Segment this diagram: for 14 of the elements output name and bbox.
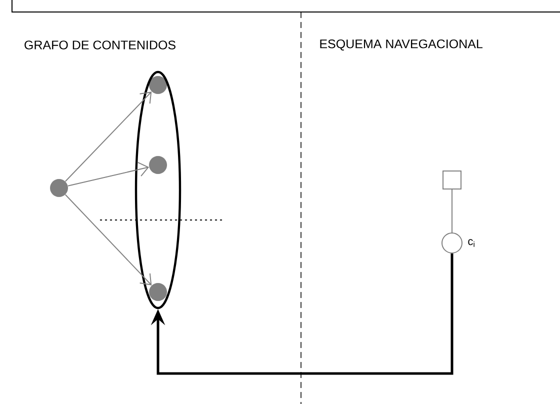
dot xyxy=(50,179,68,197)
dot xyxy=(149,156,167,174)
section-heading: GRAFO DE CONTENIDOS xyxy=(24,40,176,50)
dot xyxy=(149,76,167,94)
arrow xyxy=(64,92,152,182)
arrow xyxy=(64,194,152,286)
ellipse-outline xyxy=(134,70,182,310)
circle xyxy=(442,232,462,254)
section-heading: ESQUEMA NAVEGACIONAL xyxy=(320,39,482,51)
node-label: c$_{i}$ xyxy=(468,239,474,247)
arrow xyxy=(67,162,150,186)
square xyxy=(442,170,462,190)
arrow xyxy=(150,254,454,375)
dot xyxy=(149,283,167,301)
